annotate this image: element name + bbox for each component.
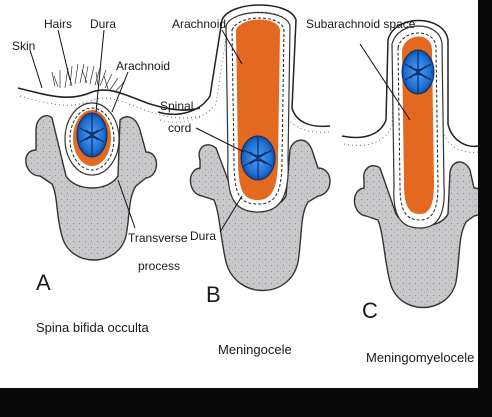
label-arachnoid-b: Arachnoid	[172, 17, 226, 31]
panel-c	[341, 19, 486, 308]
dura-b-dashed	[231, 17, 285, 205]
label-hairs: Hairs	[44, 17, 72, 31]
spinal-cord-a	[76, 112, 108, 158]
vertebra-b	[189, 139, 331, 292]
skin-layer-c	[341, 19, 479, 148]
caption-b: Meningocele	[218, 342, 292, 357]
panel-letter-a: A	[36, 270, 51, 295]
leader-lines	[29, 29, 411, 233]
vertebra-a	[25, 114, 158, 261]
label-dura-a: Dura	[90, 17, 116, 31]
vertebra-c	[353, 161, 486, 308]
hairs-a	[51, 63, 125, 93]
skin-layer-a-inner	[19, 95, 201, 119]
panel-b	[157, 4, 331, 292]
skin-layer-b	[157, 4, 331, 128]
panel-letter-b: B	[206, 282, 221, 307]
bottom-dark-band	[0, 388, 492, 417]
label-transverse: Transverse	[128, 231, 188, 245]
dura-a-dashed	[69, 107, 115, 171]
spinal-cord-b	[240, 135, 276, 181]
label-cord: cord	[168, 121, 191, 135]
dura-c-dashed	[397, 32, 439, 221]
label-skin: Skin	[12, 39, 35, 53]
label-process: process	[138, 259, 180, 273]
panel-letter-c: C	[362, 298, 378, 323]
right-dark-band	[478, 0, 492, 417]
label-subarachnoid-space: Subarachnoid space	[306, 17, 416, 31]
label-dura-b: Dura	[190, 229, 216, 243]
label-spinal: Spinal	[160, 99, 193, 113]
spinal-cord-c	[401, 49, 435, 95]
panel-a	[17, 63, 201, 261]
caption-a: Spina bifida occulta	[36, 320, 150, 335]
label-arachnoid-a: Arachnoid	[116, 59, 170, 73]
caption-c: Meningomyelocele	[366, 350, 474, 365]
